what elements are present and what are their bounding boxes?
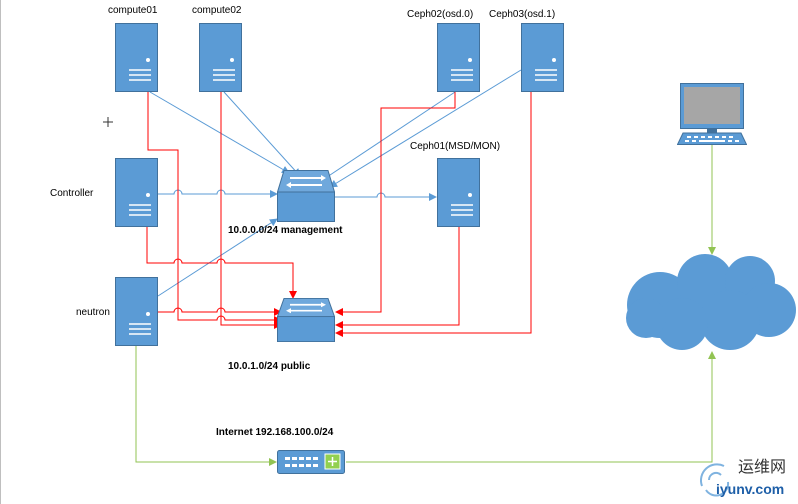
label-neutron: neutron: [76, 307, 110, 318]
public-switch-icon: [277, 298, 335, 342]
public-link-controller: [146, 226, 297, 299]
management-link-compute02: [223, 91, 301, 177]
internet-links: [135, 145, 716, 466]
internet-link-router-cloud: [346, 351, 716, 463]
label-ceph03: Ceph03(osd.1): [489, 9, 555, 20]
public-link-ceph01: [335, 226, 460, 329]
management-link-ceph03: [329, 69, 522, 188]
internet-link-neutron: [135, 345, 277, 466]
management-links: [149, 69, 522, 297]
compute02-server-icon: [199, 23, 242, 92]
label-management-network: 10.0.0.0/24 management: [228, 225, 343, 236]
public-link-compute02: [220, 92, 282, 329]
crosshair-icon: [103, 117, 113, 127]
ceph03-server-icon: [521, 23, 564, 92]
label-compute01: compute01: [108, 5, 158, 16]
controller-server-icon: [115, 158, 158, 227]
client-computer-icon: [677, 83, 747, 145]
label-internet-network: Internet 192.168.100.0/24: [216, 427, 334, 438]
management-switch-icon: [277, 170, 335, 222]
label-ceph02: Ceph02(osd.0): [407, 9, 473, 20]
label-public-network: 10.0.1.0/24 public: [228, 361, 311, 372]
management-link-ceph01: [335, 192, 437, 201]
management-link-controller: [158, 189, 278, 198]
watermark-logo-icon: [699, 463, 730, 497]
management-link-ceph02: [320, 91, 456, 182]
watermark: 运维网 iyunv.com: [699, 457, 786, 497]
public-links: [146, 92, 532, 337]
ceph01-server-icon: [437, 158, 480, 227]
internet-router-icon: [277, 450, 345, 474]
public-link-compute01: [147, 92, 282, 324]
compute01-server-icon: [115, 23, 158, 92]
ceph02-server-icon: [437, 23, 480, 92]
public-link-ceph03: [335, 92, 532, 337]
management-link-compute01: [149, 91, 290, 174]
label-compute02: compute02: [192, 5, 242, 16]
watermark-cn-text: 运维网: [738, 457, 786, 476]
public-link-neutron: [158, 307, 282, 316]
label-controller: Controller: [50, 188, 94, 199]
public-link-ceph02: [335, 92, 456, 316]
internet-cloud-icon: [626, 254, 796, 350]
neutron-server-icon: [115, 277, 158, 346]
watermark-en-text: iyunv.com: [716, 481, 784, 497]
label-ceph01: Ceph01(MSD/MON): [410, 141, 500, 152]
